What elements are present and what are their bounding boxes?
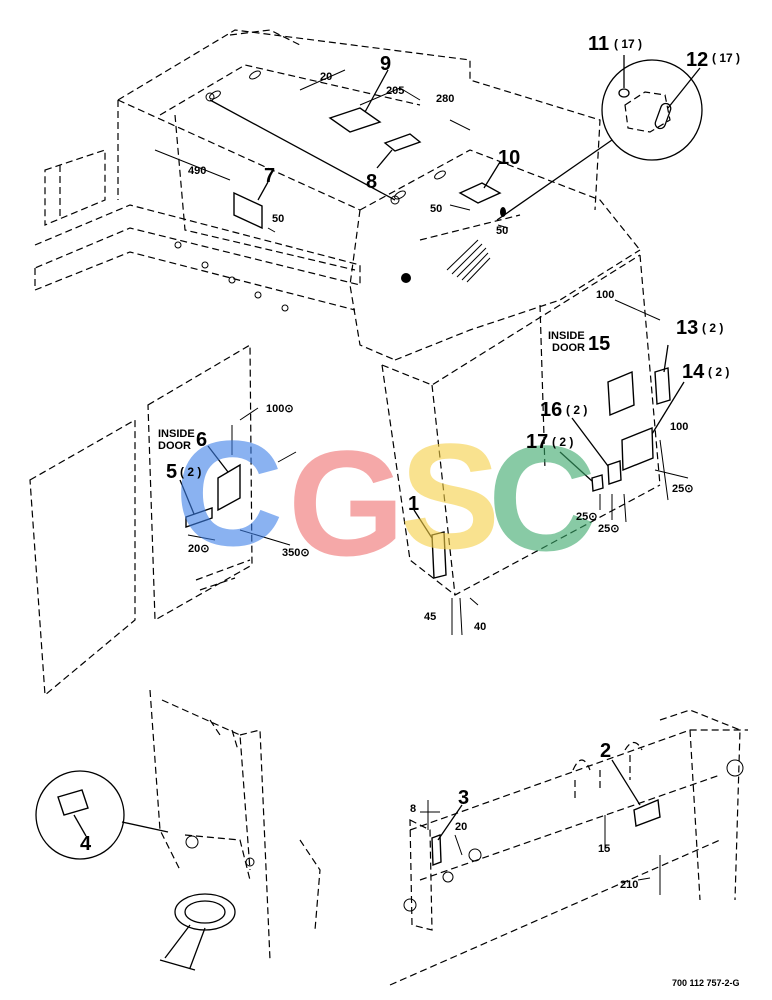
dim-280: 280	[436, 93, 454, 105]
dim-40: 40	[474, 621, 486, 633]
dim-350: 350⊙	[282, 547, 310, 559]
note-inside-door-left-line2: DOOR	[158, 440, 191, 452]
detail-circle-fasteners	[496, 59, 703, 221]
qty-17: ( 2 )	[552, 435, 573, 449]
dim-50-b: 50	[430, 203, 442, 215]
callout-5: 5	[166, 461, 177, 483]
dim-45: 45	[424, 611, 436, 623]
note-inside-door-right-line1: INSIDE	[548, 330, 585, 342]
dim-100-right: 100	[670, 421, 688, 433]
callout-17: 17	[526, 431, 548, 453]
watermark-letter-g: G	[288, 419, 405, 587]
callout-7: 7	[264, 165, 275, 187]
decal-1	[431, 531, 447, 579]
qty-16: ( 2 )	[566, 403, 587, 417]
dim-50-a: 50	[272, 213, 284, 225]
quantity-labels: ( 2 ) ( 17 ) ( 17 ) ( 2 ) ( 2 ) ( 2 ) ( …	[180, 37, 740, 479]
dim-20-left: 20⊙	[188, 543, 209, 555]
decal-7	[233, 191, 263, 230]
callout-1: 1	[408, 493, 419, 515]
qty-5: ( 2 )	[180, 465, 201, 479]
qty-14: ( 2 )	[708, 365, 729, 379]
frame-assembly	[389, 709, 748, 986]
part-number: 700 112 757-2-G	[672, 978, 740, 988]
vent-grille	[446, 239, 491, 283]
watermark-letter-s: S	[400, 412, 500, 580]
note-inside-door-left-line1: INSIDE	[158, 428, 195, 440]
qty-13: ( 2 )	[702, 321, 723, 335]
drive-unit-assembly	[149, 689, 321, 971]
detail-circle-4	[35, 770, 169, 860]
dim-15: 15	[598, 843, 610, 855]
callout-9: 9	[380, 53, 391, 75]
inside-door-notes: INSIDE DOOR INSIDE DOOR	[158, 330, 585, 452]
decal-15	[607, 370, 635, 417]
decal-9	[328, 107, 382, 133]
dim-100-right-top: 100	[596, 289, 614, 301]
dim-25-b: 25⊙	[576, 511, 597, 523]
callout-8: 8	[366, 171, 377, 193]
decal-2	[633, 798, 661, 827]
cgsc-watermark: C G S C	[175, 409, 596, 587]
watermark-letter-c2: C	[488, 414, 596, 582]
decal-16	[607, 460, 622, 485]
callout-6: 6	[196, 429, 207, 451]
watermark-letter-c1: C	[175, 409, 283, 577]
dim-8: 8	[410, 803, 416, 815]
decal-6	[217, 463, 241, 512]
dim-50-c: 50	[496, 225, 508, 237]
decal-8	[383, 133, 422, 152]
dim-20-top: 20	[320, 71, 332, 83]
machine-top-assembly	[34, 29, 641, 361]
dim-205: 205	[386, 85, 404, 97]
decal-3	[431, 834, 442, 866]
note-inside-door-right-line2: DOOR	[552, 342, 585, 354]
shaft-flange	[159, 893, 236, 971]
decal-13	[654, 367, 671, 405]
dimension-labels: 20 205 280 490 50 50 50 100⊙ 20⊙ 350⊙ 45…	[188, 71, 693, 891]
decal-17	[591, 474, 604, 492]
qty-12: ( 17 )	[712, 51, 740, 65]
right-side-panel	[381, 254, 671, 596]
callout-14: 14	[682, 361, 705, 383]
callout-3: 3	[458, 787, 469, 809]
dim-20-bottom: 20	[455, 821, 467, 833]
callout-4: 4	[80, 833, 92, 855]
decal-4	[57, 789, 89, 816]
callout-16: 16	[540, 399, 562, 421]
callout-10: 10	[498, 147, 520, 169]
decal-10	[458, 182, 502, 204]
dim-100-left: 100⊙	[266, 403, 294, 415]
callout-15: 15	[588, 333, 610, 355]
decal-5	[185, 507, 213, 528]
left-door-panel	[29, 343, 253, 697]
dim-25-a: 25⊙	[672, 483, 693, 495]
dim-490: 490	[188, 165, 206, 177]
qty-11: ( 17 )	[614, 37, 642, 51]
callout-2: 2	[600, 740, 611, 762]
dim-210: 210	[620, 879, 638, 891]
callout-11: 11	[588, 33, 609, 55]
dim-25-c: 25⊙	[598, 523, 619, 535]
decal-14	[621, 426, 654, 472]
callout-13: 13	[676, 317, 698, 339]
callouts: 1 2 3 4 5 6 7 8 9 10 11 12 13 14 15 16 1…	[80, 33, 708, 855]
callout-12: 12	[686, 49, 708, 71]
